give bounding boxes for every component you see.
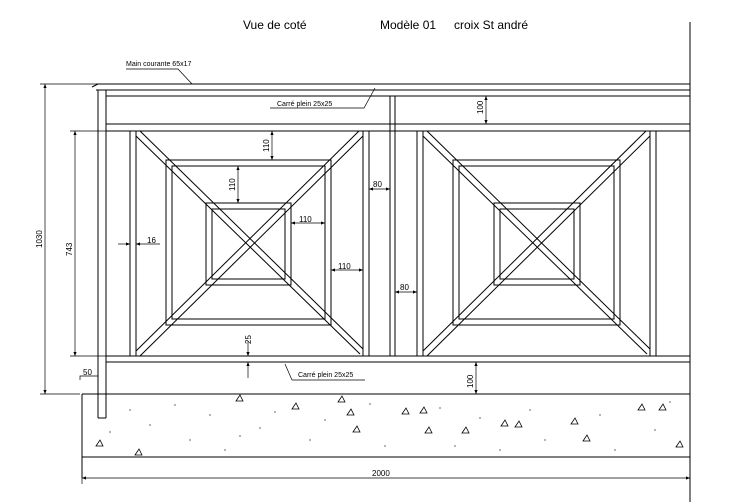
handrail-label: Main courante 65x17	[126, 61, 191, 68]
right-panel-frames	[452, 159, 621, 326]
dim-50-text: 50	[83, 368, 92, 377]
dim-80-a-text: 80	[373, 180, 382, 189]
handrail	[91, 83, 690, 91]
square-bar-bottom-label: Carré plein 25x25	[298, 372, 353, 379]
concrete-dots	[109, 401, 671, 451]
variant-title: croix St andré	[454, 18, 528, 32]
left-panel-cross	[135, 130, 364, 357]
vertical-bars	[129, 96, 657, 356]
square-bar-bottom-leader	[284, 363, 293, 381]
dim-total-height	[40, 83, 96, 395]
dim-110-a-text: 110	[262, 139, 271, 152]
dim-110-c-text: 110	[299, 215, 312, 224]
dim-total-height-text: 1030	[35, 230, 44, 248]
dim-50-line	[79, 375, 98, 380]
dim-16-text: 16	[147, 236, 156, 245]
model-title: Modèle 01	[380, 18, 436, 32]
dim-110-b-text: 110	[228, 178, 237, 191]
left-panel-frames	[165, 159, 332, 326]
dim-top-band-text: 100	[476, 100, 485, 114]
dim-bottom-band-text: 100	[466, 374, 475, 388]
right-panel-cross	[422, 130, 651, 357]
dim-total-length	[81, 472, 690, 484]
dim-110-d-text: 110	[338, 262, 351, 271]
handrail-leader	[126, 68, 193, 85]
left-post	[97, 90, 107, 419]
dim-80-b-text: 80	[400, 283, 409, 292]
dim-25-text: 25	[244, 335, 253, 344]
dim-total-length-text: 2000	[372, 469, 390, 478]
rails	[106, 95, 690, 395]
square-bar-top-leader	[270, 87, 376, 109]
concrete-hatch	[95, 394, 684, 456]
view-title: Vue de coté	[243, 18, 307, 32]
square-bar-top-label: Carré plein 25x25	[277, 101, 332, 108]
dim-infill-height-text: 743	[65, 242, 74, 256]
concrete-slab	[81, 393, 690, 478]
dim-infill-height	[70, 130, 106, 357]
